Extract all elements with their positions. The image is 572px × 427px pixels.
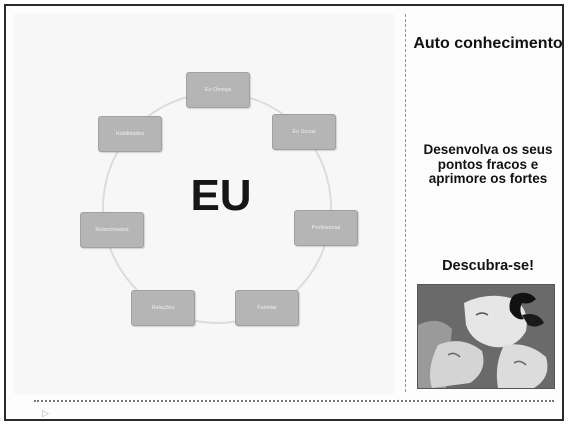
node-relacoes: Relações [131, 290, 195, 326]
node-label: Eu Social [292, 129, 316, 135]
center-label: EU [190, 171, 252, 220]
play-arrow-icon[interactable]: ▷ [42, 409, 49, 419]
node-label: Relações [151, 305, 175, 311]
vertical-divider [405, 14, 406, 392]
node-eu-omega: Eu Omega [186, 72, 250, 108]
node-profissional: Profissional [294, 210, 358, 246]
node-label: Eu Omega [204, 87, 232, 93]
illustration-graphic [418, 285, 554, 388]
node-eu-social: Eu Social [272, 114, 336, 150]
node-habilidades: Habilidades [98, 116, 162, 152]
node-label: Familiar [257, 305, 277, 311]
slide-cta: Descubra-se! [442, 258, 534, 274]
slide-title: Auto conhecimento [413, 35, 563, 52]
node-label: Habilidades [115, 131, 145, 137]
node-familiar: Familiar [235, 290, 299, 326]
horizontal-divider [34, 400, 554, 402]
slide-description: Desenvolva os seus pontos fracos e aprim… [423, 142, 553, 186]
node-label: Relacionados [95, 227, 129, 233]
node-relacionados: Relacionados [80, 212, 144, 248]
illustration-image [417, 284, 555, 389]
slide-frame: Eu Omega Eu Social Profissional Familiar… [4, 4, 564, 421]
node-label: Profissional [311, 225, 341, 231]
